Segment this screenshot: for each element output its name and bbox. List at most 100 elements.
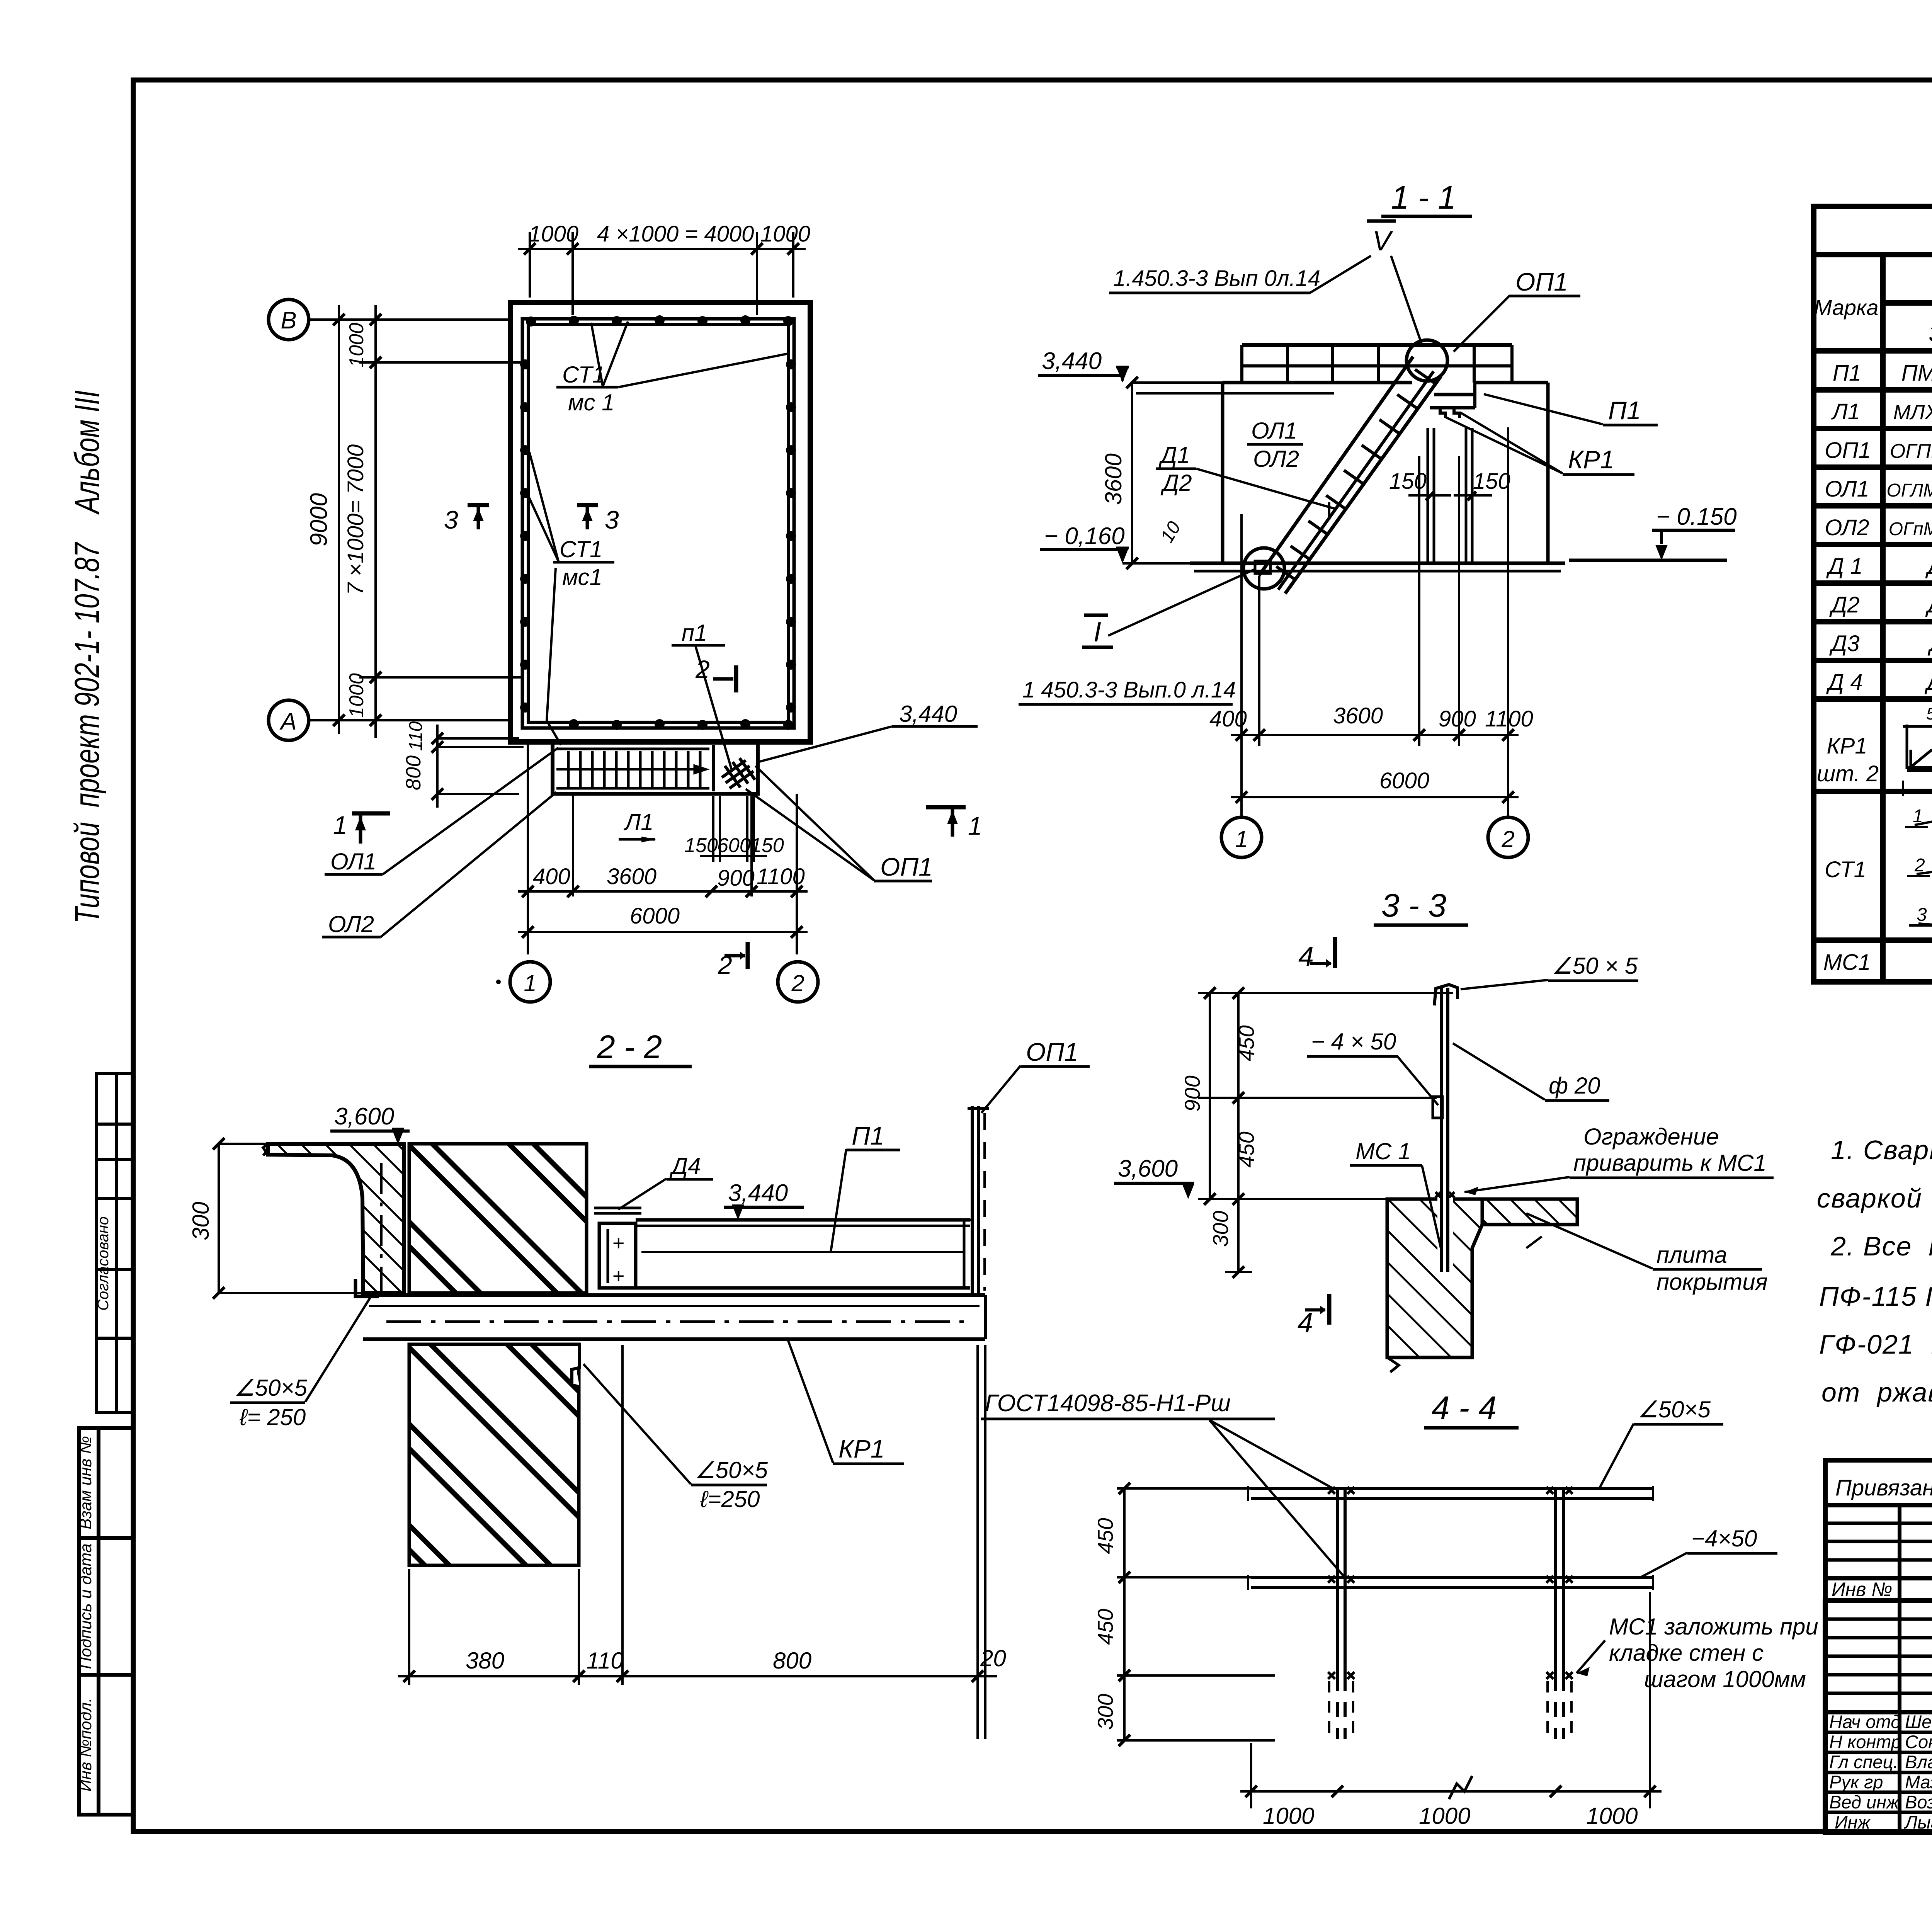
svg-text:КР1: КР1: [1568, 445, 1614, 474]
svg-text:МЛХШ45-36.8: МЛХШ45-36.8: [1893, 401, 1932, 424]
svg-text:ОГЛМЛХ45-10,36: ОГЛМЛХ45-10,36: [1886, 480, 1932, 501]
svg-text:150: 150: [1389, 469, 1427, 494]
svg-text:1. Сварные швы выполнить эл: 1. Сварные швы выполнить электродуговой: [1831, 1135, 1932, 1165]
svg-text:800: 800: [402, 755, 425, 790]
svg-text:1000: 1000: [345, 673, 368, 718]
svg-text:Н контр: Н контр: [1829, 1732, 1901, 1752]
svg-text:Привязан: Привязан: [1835, 1475, 1932, 1500]
svg-text:1: 1: [333, 811, 347, 839]
svg-text:ОЛ1: ОЛ1: [1825, 476, 1869, 502]
svg-text:150: 150: [684, 834, 718, 857]
svg-text:∠50×5: ∠50×5: [1638, 1397, 1711, 1422]
svg-text:1100: 1100: [757, 864, 805, 889]
svg-text:1000: 1000: [1419, 1803, 1470, 1829]
svg-text:900: 900: [717, 866, 755, 891]
svg-text:ф 20: ф 20: [1549, 1073, 1600, 1099]
svg-text:∠50×5: ∠50×5: [234, 1375, 308, 1401]
svg-text:ОГпМлХ45-10,36: ОГпМлХ45-10,36: [1889, 519, 1932, 539]
svg-text:450: 450: [1093, 1518, 1117, 1554]
svg-text:+: +: [612, 1232, 625, 1255]
svg-text:I: I: [1094, 617, 1101, 648]
svg-text:4 - 4: 4 - 4: [1432, 1390, 1497, 1426]
svg-text:ОЛ1: ОЛ1: [330, 849, 376, 874]
svg-text:шт. 2: шт. 2: [1817, 761, 1879, 786]
svg-text:− 0,160: − 0,160: [1044, 523, 1125, 549]
svg-text:3,440: 3,440: [899, 701, 957, 727]
svg-text:900: 900: [1180, 1075, 1204, 1111]
svg-text:Д 1: Д 1: [1826, 554, 1862, 579]
svg-text:400: 400: [533, 864, 570, 889]
svg-text:Д 4: Д 4: [1826, 670, 1862, 695]
svg-text:ГФ-021 ГОСТ 25129-82 по пре: ГФ-021 ГОСТ 25129-82 по предварительно о…: [1819, 1329, 1932, 1359]
svg-text:2: 2: [1501, 826, 1514, 852]
svg-text:−4×50: −4×50: [1691, 1526, 1757, 1551]
svg-text:380: 380: [466, 1648, 504, 1674]
svg-text:600: 600: [717, 834, 751, 857]
svg-text:300: 300: [188, 1202, 214, 1240]
svg-text:4 ×1000 = 4000: 4 ×1000 = 4000: [597, 221, 754, 247]
svg-text:Эскиз: Эскиз: [1929, 320, 1932, 347]
svg-text:1000: 1000: [529, 221, 578, 247]
svg-text:400: 400: [1209, 706, 1247, 731]
svg-text:800: 800: [773, 1648, 811, 1674]
svg-text:900: 900: [1439, 706, 1476, 731]
svg-text:∠50 × 5: ∠50 × 5: [1552, 953, 1638, 979]
svg-text:150: 150: [750, 834, 784, 857]
svg-text:Рук гр: Рук гр: [1829, 1772, 1883, 1792]
svg-text:мс 1: мс 1: [568, 390, 615, 415]
svg-text:Гл спец.: Гл спец.: [1829, 1752, 1898, 1772]
svg-text:КР1: КР1: [1827, 733, 1867, 759]
svg-text:Вед инж: Вед инж: [1829, 1792, 1900, 1812]
svg-text:мс1: мс1: [562, 564, 602, 590]
svg-text:Марка: Марка: [1814, 295, 1878, 320]
svg-text:п1: п1: [682, 620, 707, 646]
svg-text:Д3: Д3: [1829, 631, 1859, 656]
svg-text:V: V: [1372, 226, 1393, 257]
svg-text:П1: П1: [1833, 361, 1861, 386]
svg-text:1000: 1000: [345, 323, 368, 367]
svg-text:Типовой проект 902-1- 107.87: Типовой проект 902-1- 107.87 Альбом III: [68, 390, 107, 924]
svg-text:150: 150: [1473, 469, 1510, 494]
svg-text:1: 1: [524, 970, 536, 996]
svg-text:В: В: [281, 307, 296, 334]
svg-text:сваркой электродами типа Э4: сваркой электродами типа Э42 и Э42А по Г…: [1817, 1183, 1932, 1213]
svg-text:Инв №: Инв №: [1832, 1579, 1892, 1600]
svg-text:300: 300: [1208, 1211, 1233, 1247]
svg-text:1: 1: [968, 811, 982, 840]
svg-text:110: 110: [406, 721, 426, 751]
svg-text:Мазалова: Мазалова: [1905, 1772, 1932, 1792]
svg-text:500: 500: [1926, 704, 1932, 723]
svg-text:1000: 1000: [1263, 1803, 1314, 1829]
svg-text:Сокольская: Сокольская: [1905, 1732, 1932, 1752]
svg-text:+: +: [612, 1264, 625, 1288]
svg-text:450: 450: [1234, 1025, 1259, 1061]
svg-text:ОП1: ОП1: [1825, 438, 1871, 463]
svg-text:Подпись и дата: Подпись и дата: [77, 1543, 95, 1669]
svg-text:1000: 1000: [760, 221, 810, 247]
svg-text:ГОСТ14098-85-Н1-Рш: ГОСТ14098-85-Н1-Рш: [985, 1390, 1231, 1417]
svg-text:1 450.3-3 Вып.0 л.14: 1 450.3-3 Вып.0 л.14: [1022, 677, 1236, 703]
svg-text:110: 110: [587, 1648, 624, 1674]
svg-text:3,440: 3,440: [1042, 348, 1102, 374]
svg-text:Лыгин: Лыгин: [1904, 1812, 1932, 1832]
svg-text:КР1: КР1: [838, 1434, 885, 1463]
svg-text:Взам инв №: Взам инв №: [77, 1436, 95, 1529]
svg-text:МС1 заложить при: МС1 заложить при: [1609, 1614, 1818, 1640]
svg-text:3,600: 3,600: [334, 1103, 394, 1130]
svg-text:Ограждение: Ограждение: [1583, 1124, 1719, 1150]
svg-text:300: 300: [1093, 1694, 1117, 1730]
svg-text:Власенко: Власенко: [1905, 1752, 1932, 1772]
svg-text:4: 4: [1298, 1308, 1313, 1339]
svg-text:1100: 1100: [1485, 706, 1533, 731]
svg-text:Д2: Д2: [1160, 470, 1192, 496]
svg-text:МС1: МС1: [1823, 950, 1871, 975]
svg-text:Инж: Инж: [1835, 1812, 1871, 1832]
svg-text:ОП1: ОП1: [880, 852, 933, 881]
svg-text:3 - 3: 3 - 3: [1381, 887, 1446, 924]
svg-text:ОП1: ОП1: [1515, 267, 1568, 296]
svg-text:шагом 1000мм: шагом 1000мм: [1644, 1666, 1806, 1692]
svg-text:1: 1: [1913, 806, 1923, 827]
svg-text:СТ1: СТ1: [560, 536, 602, 562]
svg-text:− 0.150: − 0.150: [1656, 503, 1737, 530]
svg-text:от ржавчины поверхности.: от ржавчины поверхности.: [1821, 1377, 1932, 1407]
